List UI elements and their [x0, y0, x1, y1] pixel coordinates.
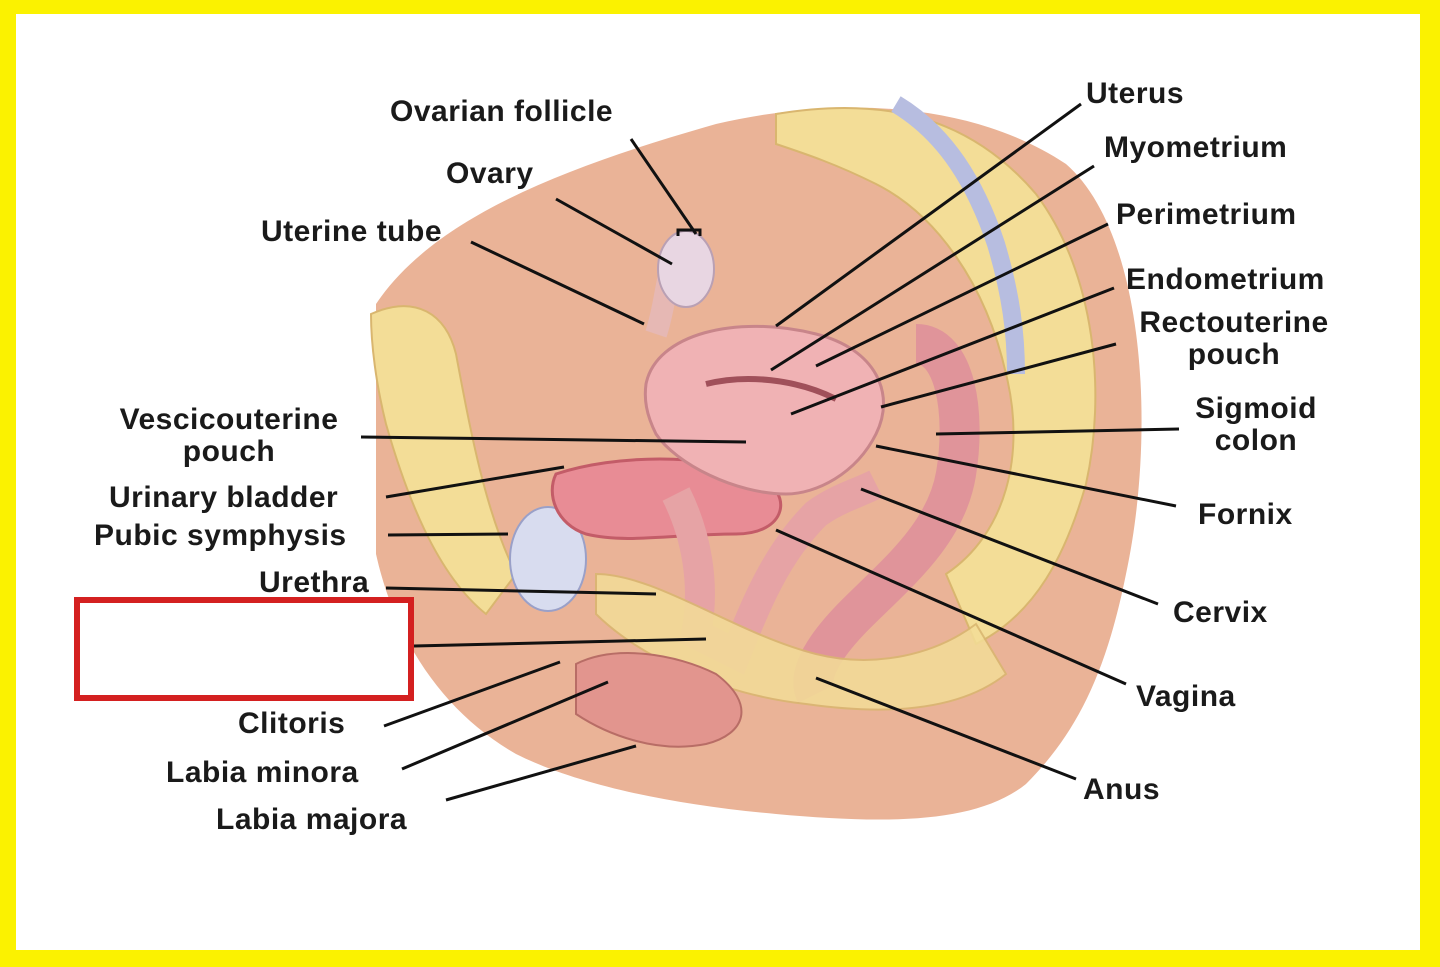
- uterine-cavity: [705, 376, 838, 402]
- label-endometrium: Endometrium: [1126, 263, 1325, 296]
- spinal-canal: [891, 96, 1025, 375]
- label-labia-minora: Labia minora: [166, 756, 359, 789]
- label-labia-majora: Labia majora: [216, 803, 408, 836]
- label-rectouterine-line2: pouch: [1187, 338, 1281, 371]
- label-perimetrium: Perimetrium: [1116, 198, 1297, 231]
- label-vagina: Vagina: [1136, 680, 1236, 713]
- pubic-symphysis: [509, 506, 587, 612]
- label-vescicouterine-line1: Vescicouterine: [119, 403, 339, 436]
- vagina-shape: [662, 470, 883, 675]
- label-cervix: Cervix: [1173, 596, 1268, 629]
- label-uterine-tube: Uterine tube: [261, 215, 443, 248]
- label-urethra: Urethra: [259, 566, 370, 599]
- rectum-shape: [793, 324, 980, 703]
- label-urinary-bladder: Urinary bladder: [109, 481, 339, 514]
- label-rectouterine-line1: Rectouterine: [1139, 306, 1329, 339]
- label-fornix: Fornix: [1198, 498, 1293, 531]
- label-myometrium: Myometrium: [1104, 131, 1288, 164]
- label-sigmoid-colon: Sigmoid colon: [1181, 393, 1331, 457]
- sacrum: [775, 106, 1097, 646]
- ovary-shape: [657, 230, 715, 308]
- label-pubic-symphysis: Pubic symphysis: [94, 519, 347, 552]
- label-rectouterine-pouch: Rectouterine pouch: [1124, 307, 1344, 371]
- leader-lines: [360, 102, 1180, 802]
- anatomy-illustration: [360, 96, 1180, 820]
- label-sigmoid-line1: Sigmoid: [1195, 392, 1317, 425]
- labia-shape: [575, 652, 743, 748]
- label-vescicouterine-pouch: Vescicouterine pouch: [102, 404, 356, 468]
- label-anus: Anus: [1083, 773, 1160, 806]
- label-ovarian-follicle: Ovarian follicle: [390, 95, 614, 128]
- hidden-label-box[interactable]: [74, 597, 414, 701]
- label-vescicouterine-line2: pouch: [182, 435, 276, 468]
- label-ovary: Ovary: [446, 157, 534, 190]
- uterus-shape: [643, 324, 885, 496]
- label-sigmoid-line2: colon: [1214, 424, 1298, 457]
- diagram-frame: Ovarian follicle Ovary Uterine tube Vesc…: [16, 14, 1420, 950]
- label-clitoris: Clitoris: [238, 707, 346, 740]
- label-uterus: Uterus: [1086, 77, 1185, 110]
